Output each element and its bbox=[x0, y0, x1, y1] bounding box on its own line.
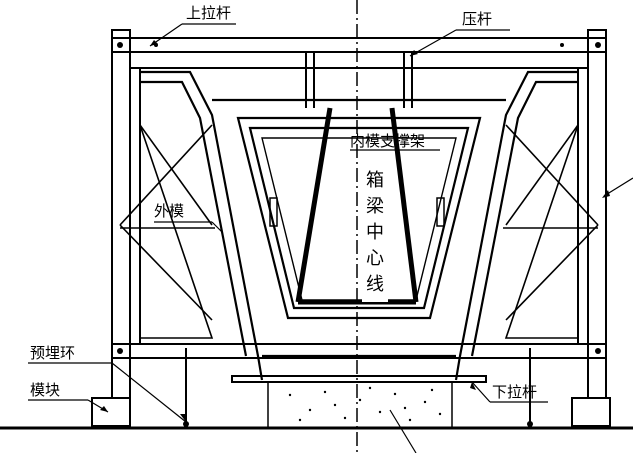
box-girder-section bbox=[140, 70, 578, 381]
inner-form-hinges bbox=[269, 197, 445, 227]
label-centerline-char-4: 心 bbox=[366, 248, 384, 269]
label-centerline-char-1: 箱 bbox=[366, 170, 384, 191]
label-upper-tie-rod: 上拉杆 bbox=[186, 4, 231, 22]
strut-posts bbox=[305, 52, 413, 108]
label-embedded-ring: 预埋环 bbox=[30, 344, 75, 362]
left-mold-block bbox=[91, 397, 131, 427]
label-inner-form-support: 内模支撑架 bbox=[350, 132, 425, 150]
label-centerline-char-2: 梁 bbox=[366, 196, 384, 217]
right-mold-block bbox=[571, 397, 611, 427]
label-lower-tie-rod: 下拉杆 bbox=[492, 383, 537, 401]
lower-tie-rod bbox=[185, 348, 531, 424]
arrow-heads bbox=[100, 40, 610, 422]
bolt-marks bbox=[117, 42, 601, 354]
label-centerline-char-3: 中 bbox=[366, 222, 384, 243]
leader-lines bbox=[28, 23, 633, 453]
outer-frame bbox=[111, 29, 607, 399]
embedded-rings bbox=[183, 421, 533, 427]
label-strut: 压杆 bbox=[462, 10, 492, 28]
concrete-pedestal bbox=[267, 381, 453, 429]
right-outer-form-truss bbox=[503, 124, 599, 339]
label-outer-form: 外模 bbox=[154, 202, 184, 220]
label-centerline-char-5: 线 bbox=[366, 274, 384, 295]
left-outer-form-truss bbox=[119, 124, 215, 339]
label-mold-block: 模块 bbox=[30, 381, 60, 399]
